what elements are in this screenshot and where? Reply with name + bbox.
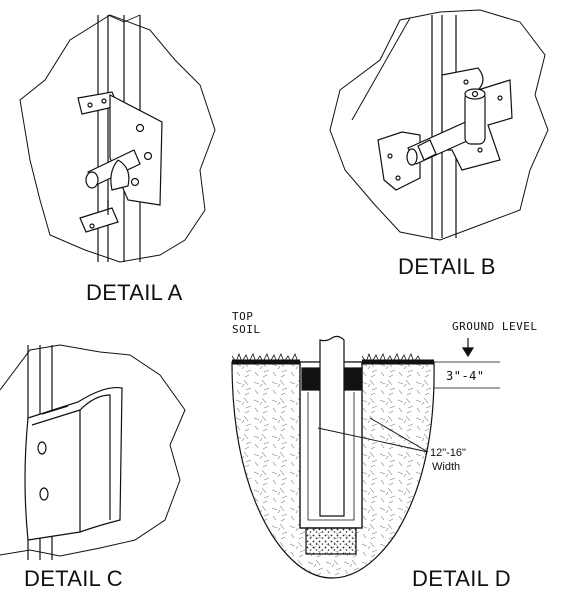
detail-b-illustration — [329, 9, 549, 241]
detail-c-caption: DETAIL C — [24, 566, 123, 591]
detail-d-illustration — [231, 335, 500, 579]
width-value-label: 12"-16" — [430, 447, 466, 459]
top-soil-label-line1: TOP — [232, 310, 254, 323]
detail-b-gate-plate — [377, 131, 421, 191]
detail-d-caption: DETAIL D — [412, 566, 511, 591]
detail-c-bracket — [24, 386, 123, 541]
detail-d-soil-band-left — [301, 367, 321, 391]
detail-d-gravel-base — [305, 527, 357, 555]
detail-a-post — [97, 15, 141, 262]
detail-b-caption: DETAIL B — [398, 254, 496, 279]
width-text-label: Width — [432, 461, 461, 473]
detail-a-caption: DETAIL A — [86, 280, 183, 305]
ground-level-label: GROUND LEVEL — [452, 320, 538, 333]
detail-c-illustration — [0, 344, 186, 560]
detail-d-width-leaders — [317, 417, 429, 453]
detail-d-soil-band-right — [343, 367, 363, 391]
detail-b-spring — [464, 91, 486, 145]
depth-label: 3"-4" — [446, 369, 485, 383]
detail-b-cutout-outline — [329, 9, 549, 241]
detail-d-post — [319, 335, 345, 517]
detail-a-illustration — [19, 14, 216, 263]
top-soil-label-line2: SOIL — [232, 323, 261, 336]
